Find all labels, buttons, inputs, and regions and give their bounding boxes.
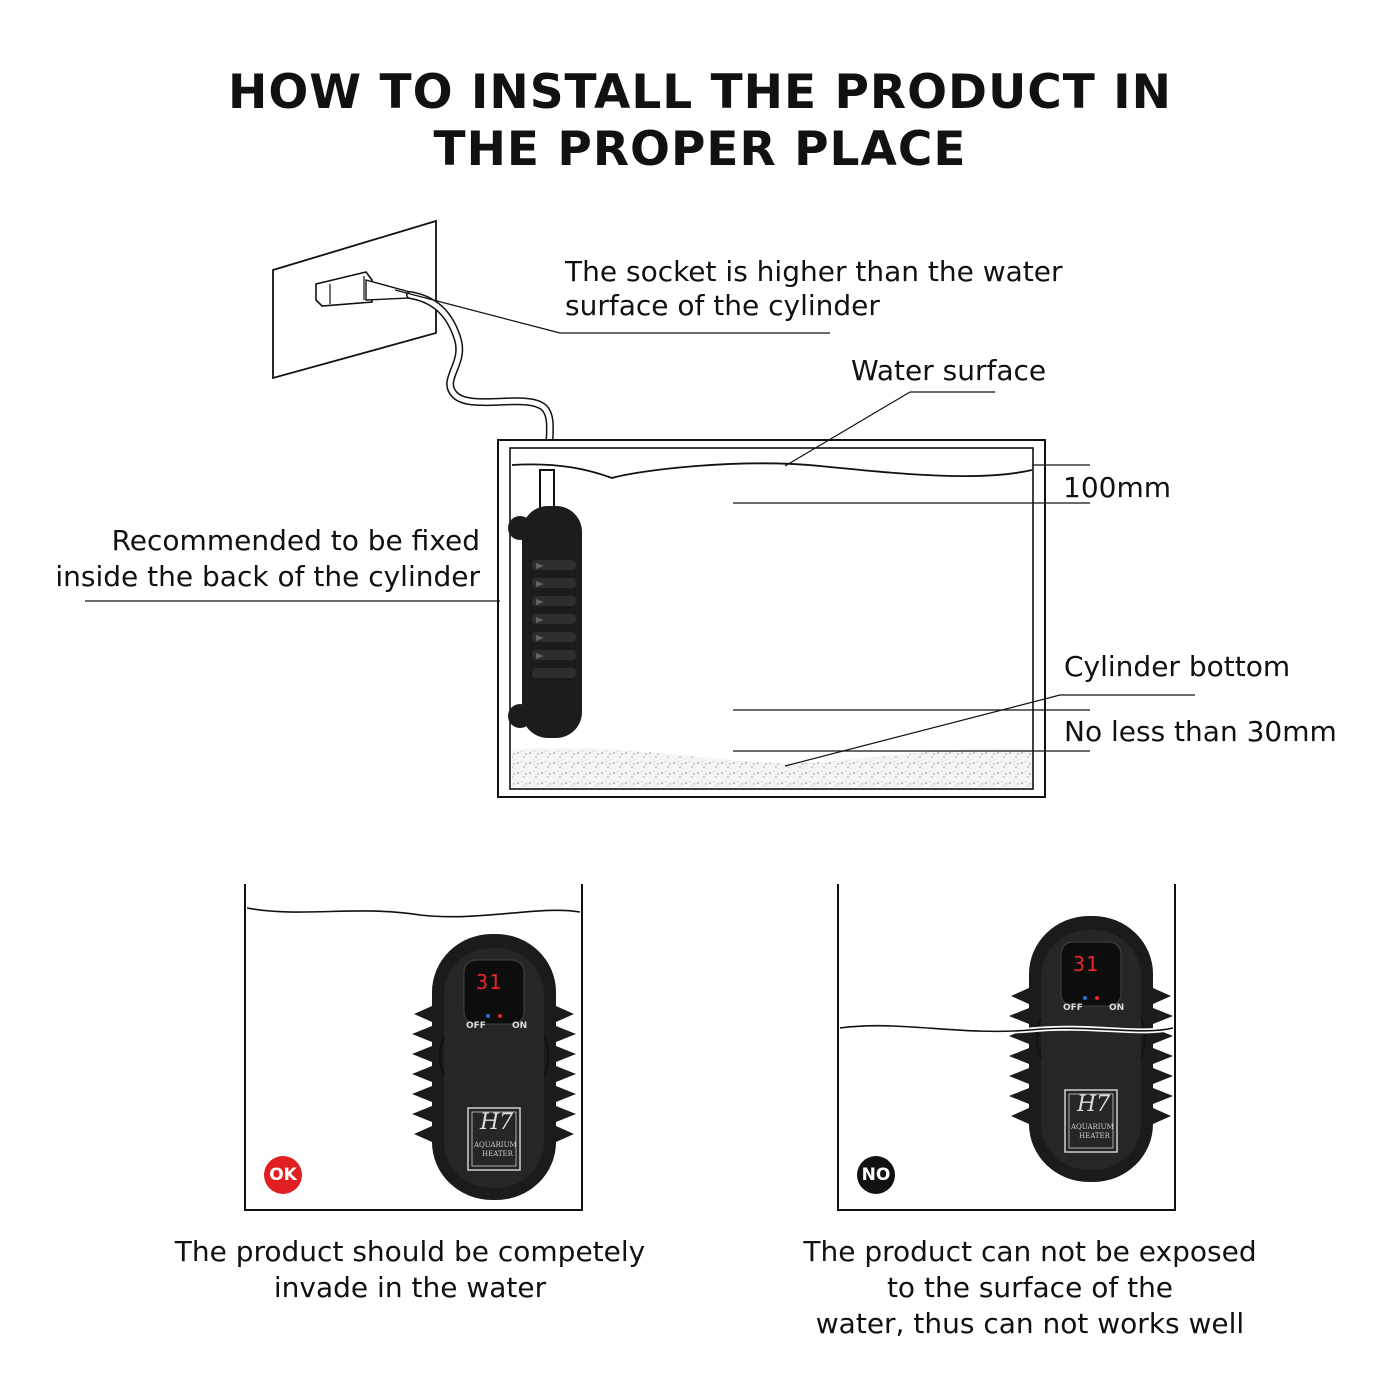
heater-model-no: H7 [1077,1092,1111,1117]
heater-product-line2-ok: HEATER [482,1150,513,1158]
depth-bottom-label: No less than 30mm [1064,715,1337,748]
ok-badge-icon [264,1156,302,1194]
heater-product-line1-no: AQUARIUM [1071,1123,1114,1131]
water-surface-label: Water surface [851,354,1047,387]
sand-bed [512,747,1032,787]
no-example-container [837,884,1176,1211]
ok-badge-label: OK [269,1165,297,1185]
no-badge-icon [857,1156,895,1194]
no-caption-line-3: water, thus can not works well [815,1307,1245,1340]
ok-caption-line-1: The product should be competely [174,1235,646,1268]
recommend-label-line-1: Recommended to be fixed [111,524,480,557]
socket-label-line-2: surface of the cylinder [565,289,880,322]
heater-display-no: 31 [1073,952,1100,976]
heater-on-label-no: ON [1109,1003,1125,1013]
ok-caption-line-2: invade in the water [273,1271,547,1304]
heater-display-ok: 31 [476,970,503,994]
heater-product-line1-ok: AQUARIUM [474,1141,517,1149]
heater-product-line2-no: HEATER [1079,1132,1110,1140]
heater-off-label-no: OFF [1063,1003,1083,1013]
page-title-line-2: THE PROPER PLACE [433,122,967,177]
no-badge-label: NO [861,1165,891,1185]
heater-off-label-ok: OFF [466,1021,486,1031]
heater-on-label-ok: ON [512,1021,528,1031]
cylinder-bottom-label: Cylinder bottom [1064,650,1291,683]
no-caption-line-2: to the surface of the [886,1271,1174,1304]
cylinder-bottom-leader [784,694,1061,767]
aquarium-tank [497,439,1046,798]
ok-example-container [244,884,583,1211]
no-caption-line-1: The product can not be exposed [803,1235,1257,1268]
socket-icon [315,271,411,307]
socket-label-line-1: The socket is higher than the water [565,255,1063,288]
water-surface-line [511,462,1033,479]
recommend-label-line-2: inside the back of the cylinder [55,560,480,593]
heater-side-view [508,469,582,738]
depth-top-label: 100mm [1063,471,1171,504]
water-surface-leader [784,391,911,467]
page-title-line-1: HOW TO INSTALL THE PRODUCT IN [228,65,1172,120]
socket-leader-line [394,289,561,334]
heater-model-ok: H7 [480,1110,514,1135]
